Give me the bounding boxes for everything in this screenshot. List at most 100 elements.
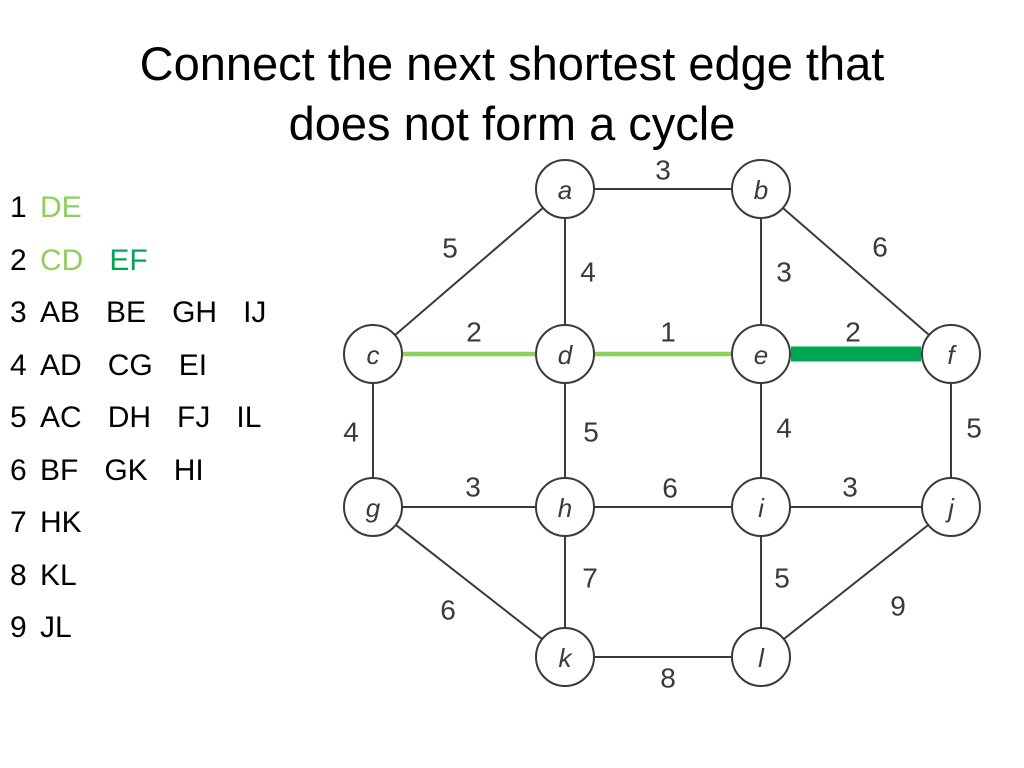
edge-list-edge: KL bbox=[40, 558, 77, 592]
title-line-1: Connect the next shortest edge that bbox=[139, 37, 885, 90]
node-label: e bbox=[754, 340, 768, 370]
edge-weight-gh: 3 bbox=[465, 472, 481, 503]
edge-list-weight: 9 bbox=[10, 611, 27, 644]
node-circle bbox=[731, 159, 791, 219]
node-l: l bbox=[731, 627, 791, 687]
node-circle bbox=[731, 627, 791, 687]
edge-list-edge: CG bbox=[107, 348, 153, 382]
edge-list-weight: 6 bbox=[10, 453, 27, 487]
edge-list-row: 4 AD CG EI bbox=[10, 340, 292, 393]
edge-weight-hk: 7 bbox=[582, 563, 598, 594]
edge-ac bbox=[394, 207, 544, 336]
node-k: k bbox=[535, 627, 595, 687]
node-j: j bbox=[921, 477, 981, 537]
edge-weight-dh: 5 bbox=[583, 417, 599, 448]
edge-weight-de: 1 bbox=[660, 317, 676, 348]
edge-weight-fj: 5 bbox=[966, 413, 982, 444]
edge-weight-il: 5 bbox=[774, 563, 790, 594]
edge-list-edge: EF bbox=[109, 243, 148, 277]
node-label: f bbox=[947, 340, 957, 370]
node-circle bbox=[535, 627, 595, 687]
edge-weight-jl: 9 bbox=[890, 591, 906, 622]
edge-list-edge: IL bbox=[236, 401, 262, 434]
node-circle bbox=[343, 477, 403, 537]
edge-list-weight: 1 bbox=[10, 191, 27, 224]
node-label: j bbox=[945, 493, 955, 523]
edge-list-row: 8 KL bbox=[10, 550, 292, 603]
page-title: Connect the next shortest edge that does… bbox=[0, 34, 1024, 154]
edge-list-edge: CD bbox=[40, 243, 84, 277]
node-g: g bbox=[343, 477, 403, 537]
edge-list-edge: AC bbox=[40, 401, 82, 434]
node-circle bbox=[535, 324, 595, 384]
edge-list-weight: 5 bbox=[10, 401, 27, 434]
node-label: a bbox=[558, 175, 572, 205]
edge-weight-be: 3 bbox=[776, 257, 792, 288]
node-circle bbox=[343, 324, 403, 384]
node-circle bbox=[921, 324, 981, 384]
node-label: g bbox=[366, 493, 381, 523]
node-c: c bbox=[343, 324, 403, 384]
node-circle bbox=[535, 159, 595, 219]
edge-list-edge: EI bbox=[178, 348, 208, 382]
node-label: d bbox=[558, 340, 574, 370]
edge-weight-ad: 4 bbox=[580, 257, 596, 288]
node-circle bbox=[535, 477, 595, 537]
node-e: e bbox=[731, 324, 791, 384]
edge-list-edge: BF bbox=[40, 453, 79, 487]
node-label: k bbox=[559, 643, 574, 673]
edge-list-weight: 2 bbox=[10, 243, 27, 277]
node-label: l bbox=[758, 643, 765, 673]
node-h: h bbox=[535, 477, 595, 537]
edge-weight-ef: 2 bbox=[845, 317, 861, 348]
edge-weight-gk: 6 bbox=[440, 595, 456, 626]
edge-list-edge: HK bbox=[40, 506, 82, 539]
edge-list-row: 6 BF GK HI bbox=[10, 445, 292, 498]
edge-weight-kl: 8 bbox=[660, 663, 676, 694]
edge-weight-ab: 3 bbox=[655, 155, 671, 186]
node-d: d bbox=[535, 324, 595, 384]
graph-edges bbox=[372, 188, 952, 658]
edge-list-edge: JL bbox=[40, 611, 72, 644]
edge-weight-ac: 5 bbox=[442, 233, 458, 264]
edge-weight-ij: 3 bbox=[842, 472, 858, 503]
edge-list-row: 5 AC DH FJ IL bbox=[10, 392, 292, 445]
edge-list-row: 9 JL bbox=[10, 602, 292, 655]
node-label: b bbox=[754, 175, 768, 205]
edge-list-edge: AB bbox=[40, 296, 81, 329]
edge-list-edge: BE bbox=[106, 296, 147, 329]
edge-weight-hi: 6 bbox=[662, 473, 678, 504]
title-line-2: does not form a cycle bbox=[288, 97, 736, 150]
edge-weight-cd: 2 bbox=[466, 317, 482, 348]
edge-weight-cg: 4 bbox=[343, 417, 359, 448]
node-a: a bbox=[535, 159, 595, 219]
edge-list-edge: AD bbox=[40, 348, 82, 382]
node-circle bbox=[921, 477, 981, 537]
node-f: f bbox=[921, 324, 981, 384]
edge-list-row: 2 CD EF bbox=[10, 235, 292, 288]
node-circle bbox=[731, 477, 791, 537]
edge-list-edge: FJ bbox=[177, 401, 211, 434]
node-label: c bbox=[367, 340, 380, 370]
edge-list-edge: DH bbox=[107, 401, 152, 434]
edge-list-weight: 8 bbox=[10, 558, 27, 592]
edge-list-edge: GH bbox=[172, 296, 218, 329]
node-b: b bbox=[731, 159, 791, 219]
node-circle bbox=[731, 324, 791, 384]
edge-jl bbox=[783, 524, 929, 640]
edge-list-weight: 3 bbox=[10, 296, 27, 329]
edge-list-edge: HI bbox=[173, 453, 204, 487]
edge-weight-ei: 4 bbox=[776, 413, 792, 444]
edge-bf bbox=[782, 207, 930, 336]
graph-nodes: a b c d e f g h i j k l bbox=[343, 159, 981, 687]
edge-list-edge: GK bbox=[104, 453, 148, 487]
edge-gk bbox=[395, 524, 543, 640]
edge-list-weight: 4 bbox=[10, 348, 27, 382]
node-label: i bbox=[758, 493, 765, 523]
